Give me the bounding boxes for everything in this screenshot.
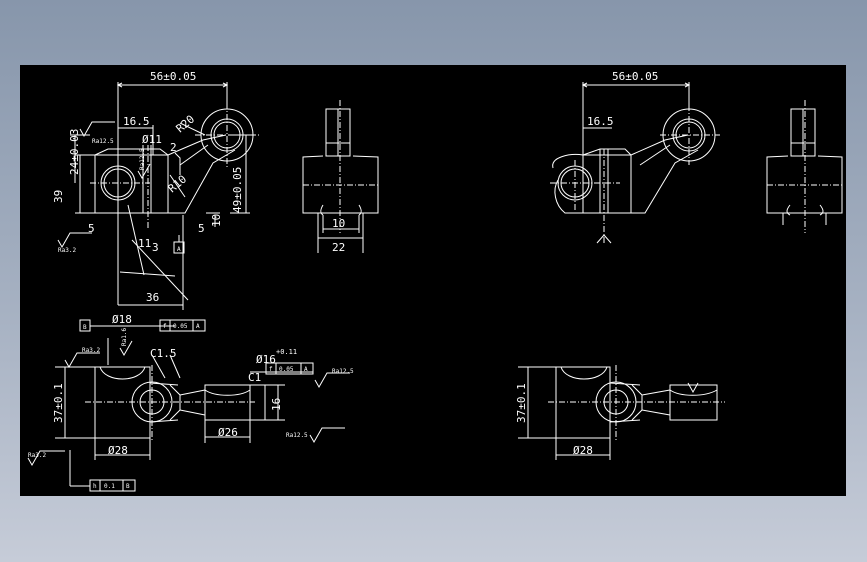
roughness-ra3-2-b: Ra3.2 [82,347,100,354]
dim-16-5-left: 16.5 [123,115,150,128]
dim-49: 49±0.05 [231,167,244,213]
tol-bottom-value: 0.1 [104,483,115,490]
dim-c1-5: C1.5 [150,347,177,360]
dim-d28-right: Ø28 [573,444,593,457]
dim-3: 3 [152,241,159,254]
datum-a-label: A [177,246,181,253]
dim-r20: R20 [174,113,198,136]
roughness-ra12-5-mid: Ra12.5 [139,148,146,170]
side-view-plain [766,100,843,233]
tol-shaft-datum: A [304,366,308,373]
tol-shaft-value: 0.05 [279,366,294,373]
tol-top-datum: A [196,323,200,330]
dim-d18: Ø18 [112,313,132,326]
dim-d28-left: Ø28 [108,444,128,457]
top-view-dimensioned [27,319,350,487]
dim-d16: Ø16 [256,353,276,366]
top-view-plain [518,365,725,460]
tolerance-frame-shaft [265,362,314,375]
tol-shaft-symbol: f [269,366,273,373]
roughness-ra12-5-bottom: Ra12.5 [286,432,308,439]
dim-11b: 11 [138,237,151,250]
front-view-dimensioned [57,82,260,310]
dim-16-5-right: 16.5 [587,115,614,128]
tolerance-frame-bottom [89,479,136,492]
dim-22: 22 [332,241,345,254]
dim-5-right: 5 [198,222,205,235]
dim-10-side: 10 [332,217,345,230]
dim-16-len: 16 [270,398,283,411]
tol-bottom-symbol: h [93,483,97,490]
roughness-ra12-5-top: Ra12.5 [92,138,114,145]
dim-d26: Ø26 [218,426,238,439]
dim-56-left: 56±0.05 [150,70,196,83]
dim-5-left: 5 [88,222,95,235]
tol-top-symbol: f [163,323,167,330]
cad-drawing-canvas: 56±0.05 16.5 R20 Ø11 2 24±0.03 39 49±0.0… [20,65,846,496]
tolerance-frame-top [159,319,206,332]
tol-top-value: 0.05 [173,323,188,330]
dim-56-right: 56±0.05 [612,70,658,83]
dim-2: 2 [170,141,177,154]
roughness-ra3-2-bottom-left: Ra3.2 [28,452,46,459]
tol-bottom-datum: B [126,483,130,490]
dim-c1: C1 [248,371,261,384]
roughness-ra12-5-shaft: Ra12.5 [332,368,354,375]
dim-39: 39 [52,190,65,203]
roughness-ra1-6: Ra1.6 [121,328,128,346]
front-view-plain [550,82,720,244]
datum-b-label: B [83,324,87,331]
dim-r10: R10 [166,173,190,196]
dim-37-left: 37±0.1 [52,383,65,423]
dim-tol-16: +0.11 [276,348,297,356]
dim-d11: Ø11 [142,133,162,146]
dim-36: 36 [146,291,159,304]
dim-10-top: 10 [210,214,223,227]
dim-24: 24±0.03 [68,129,81,175]
cad-drawing: 56±0.05 16.5 R20 Ø11 2 24±0.03 39 49±0.0… [27,70,843,492]
side-view-dimensioned [302,100,379,253]
dim-37-right: 37±0.1 [515,383,528,423]
roughness-ra3-2-low: Ra3.2 [58,247,76,254]
